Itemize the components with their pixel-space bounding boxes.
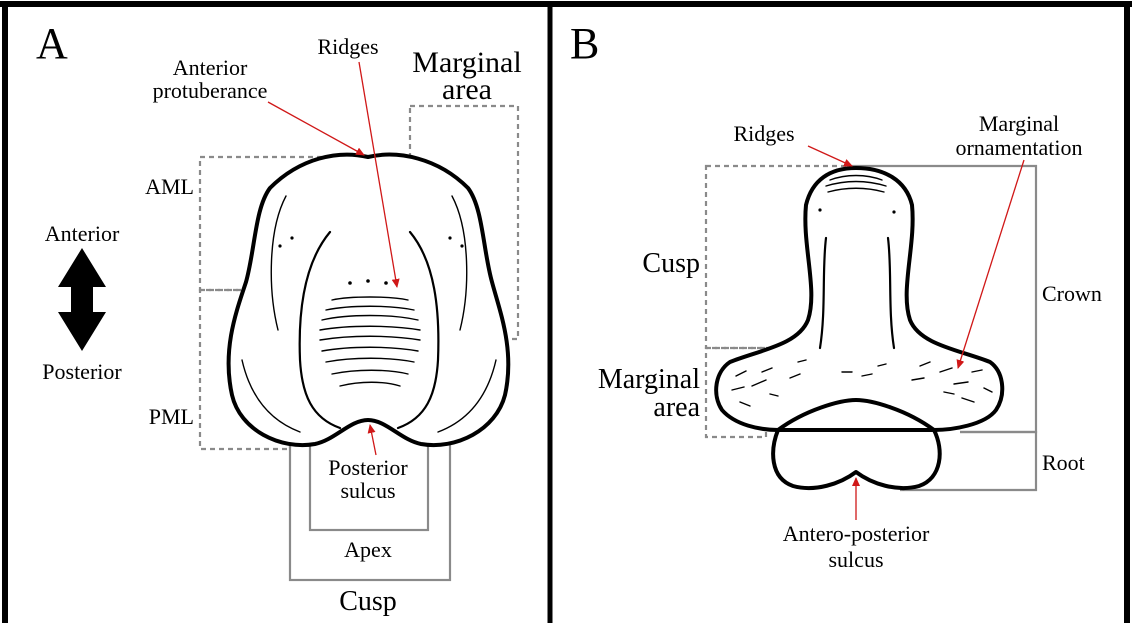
marginal-area-b-label-line1: Marginal [598, 364, 700, 395]
apex-label: Apex [344, 537, 392, 562]
antero-posterior-sulcus-label-line2: sulcus [829, 547, 884, 572]
pml-label: PML [149, 404, 194, 429]
marginal-ornamentation-label-line1: Marginal [979, 111, 1059, 136]
posterior-sulcus-label-line2: sulcus [341, 478, 396, 503]
marginal-ornamentation-arrow [958, 160, 1024, 368]
root-label: Root [1042, 450, 1085, 475]
panel-a-letter: A [36, 19, 68, 68]
cusp-b-label: Cusp [642, 248, 700, 279]
aml-label: AML [145, 174, 194, 199]
panel-a: A [36, 19, 522, 617]
tooth-a-outline [229, 155, 509, 445]
anterior-protuberance-arrow [268, 102, 364, 155]
anterior-posterior-double-arrow [58, 248, 106, 351]
marginal-area-b-label-line2: area [653, 392, 700, 423]
anterior-label: Anterior [45, 221, 120, 246]
antero-posterior-sulcus-label-line1: Antero-posterior [783, 521, 930, 546]
marginal-area-label-line2: area [442, 73, 492, 106]
anterior-protuberance-label-line2: protuberance [153, 78, 268, 103]
posterior-sulcus-arrow [370, 425, 376, 455]
ridges-label: Ridges [317, 34, 378, 59]
marginal-ornamentation-label-line2: ornamentation [955, 135, 1082, 160]
ridges-b-arrow [808, 146, 852, 166]
cusp-label: Cusp [339, 586, 397, 617]
posterior-label: Posterior [42, 359, 122, 384]
panel-b: B Ridges Marginal ornamentation Cusp [570, 19, 1102, 572]
ridges-b-label: Ridges [733, 121, 794, 146]
panel-b-letter: B [570, 19, 599, 68]
tooth-b-crown [716, 168, 1002, 430]
anterior-protuberance-label-line1: Anterior [173, 55, 248, 80]
crown-label: Crown [1042, 281, 1102, 306]
posterior-sulcus-label-line1: Posterior [328, 455, 408, 480]
